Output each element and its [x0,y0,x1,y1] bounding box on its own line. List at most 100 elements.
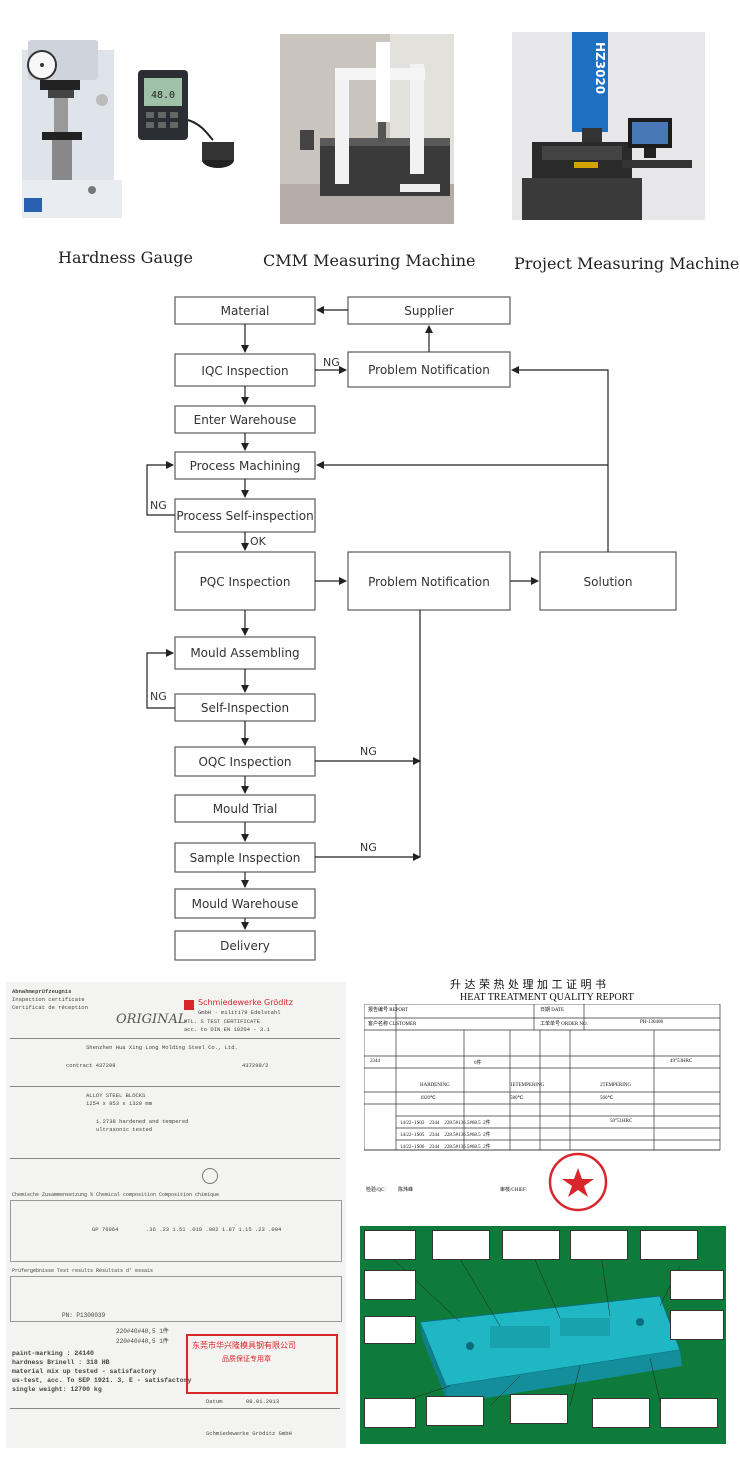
cert-material: 1.2738 hardened and tempered [96,1118,189,1125]
report-row-3: 14/22~1S06 2344 228.5#136.5#68.5 2件 [400,1145,491,1150]
projector-machine-photo: HZ3020 [512,32,705,220]
cert-results-b: 220#40#40,5 1件 [116,1338,169,1345]
svg-text:Mould Trial: Mould Trial [213,802,278,816]
cert-grade: GP 76064 [92,1226,119,1233]
svg-text:IQC Inspection: IQC Inspection [201,364,288,378]
label-ng-sample: NG [360,841,377,854]
svg-text:Delivery: Delivery [220,939,270,953]
cert-seal-icon [202,1168,218,1184]
report-inspector-label: 检验/QC: [366,1188,386,1193]
node-process-machining: Process Machining [174,451,316,480]
svg-text:Supplier: Supplier [404,304,454,318]
report-customer-label: 客户名称 CUSTOMER [368,1022,417,1027]
node-pqc-inspection: PQC Inspection [174,551,316,611]
node-supplier: Supplier [347,296,511,325]
report-order-no: PH-130408 [640,1020,664,1025]
report-qty: 6件 [474,1061,482,1066]
svg-text:Process Machining: Process Machining [190,459,301,473]
report-chief-label: 审核/CHIEF: [500,1188,528,1193]
svg-text:Sample Inspection: Sample Inspection [190,851,301,865]
hardness-tester-icon: 48.0 [22,40,234,218]
svg-text:Process Self-inspection: Process Self-inspection [176,509,313,523]
cert-original-stamp: ORIGINAL [116,1012,187,1027]
cert-logo-icon [184,1000,194,1010]
svg-text:Problem Notification: Problem Notification [368,363,490,377]
node-delivery: Delivery [174,930,316,961]
report-title-en: HEAT TREATMENT QUALITY REPORT [460,992,634,1003]
cert-condition: ultrasonic tested [96,1126,153,1133]
report-row-2: 14/22~1S05 2344 228.5#136.5#68.5 2件 [400,1133,491,1138]
report-temper2: 2TEMPERING [600,1083,632,1088]
cert-contract: contract 437298 [66,1062,116,1069]
node-mould-warehouse: Mould Warehouse [174,888,316,919]
report-process: HARDENING [420,1083,450,1088]
cert-weight: single weight: 12700 kg [12,1386,102,1393]
svg-text:OQC Inspection: OQC Inspection [198,755,291,769]
heat-treatment-report: 升 达 荣 热 处 理 加 工 证 明 书 HEAT TREATMENT QUA… [360,972,726,1220]
cert-company-sub: GmbH · militi79 Edelstahl [198,1009,281,1016]
node-mould-assembling: Mould Assembling [174,636,316,670]
caption-projector-machine: Project Measuring Machine [514,254,740,273]
node-iqc-inspection: IQC Inspection [174,353,316,387]
cert-commission: 437298/2 [242,1062,269,1069]
svg-text:Material: Material [221,304,270,318]
report-temp3: 560℃ [600,1096,614,1101]
report-grade: 2344 [370,1059,380,1064]
report-row-1: 14/22~1S03 2344 228.5#136.5#68.5 2件 [400,1121,491,1126]
node-enter-warehouse: Enter Warehouse [174,405,316,434]
cert-footer: Schmiedewerke Gröditz GmbH [206,1430,292,1437]
label-ok: OK [250,535,267,548]
report-no-label: 报告编号 REPORT [368,1008,409,1013]
quality-flowchart: Material Supplier IQC Inspection Problem… [146,296,677,961]
svg-text:Problem Notification: Problem Notification [368,575,490,589]
node-self-inspection: Self-Inspection [174,693,316,722]
node-oqc-inspection: OQC Inspection [174,746,316,777]
hardness-gauge-photo: 48.0 [18,30,238,220]
cert-dimension: 1254 x 853 x 1320 mm [86,1100,153,1107]
cert-us-test: us-test, acc. To SEP 1921. 3, E - satisf… [12,1377,192,1384]
report-temp2: 580℃ [510,1096,524,1101]
red-seal-icon [548,1152,608,1212]
node-process-self-inspection: Process Self-inspection [174,498,316,533]
cert-red-stamp: 东莞市华兴隆模具钢有限公司 品质保证专用章 [186,1334,338,1394]
caption-cmm-machine: CMM Measuring Machine [263,251,476,270]
report-temper1: 1ETEMPERING [510,1083,545,1088]
cert-piece-no: PN: P1300039 [62,1312,106,1319]
cert-product: ALLOY STEEL BLOCKS [86,1092,146,1099]
label-ng-process: NG [150,499,167,512]
svg-text:Mould Assembling: Mould Assembling [190,646,299,660]
cmm-machine-icon [280,34,454,224]
cert-title-de: Abnahmeprüfzeugnis [12,988,72,995]
cert-chem-values: .36 .23 1.51 .010 .002 1.87 1.15 .23 .00… [146,1226,282,1233]
report-temp1: 1020℃ [420,1096,436,1101]
svg-text:Self-Inspection: Self-Inspection [201,701,289,715]
cmm-machine-photo [280,34,454,224]
node-problem-notification-1: Problem Notification [347,351,511,388]
svg-text:Mould Warehouse: Mould Warehouse [192,897,299,911]
report-table-grid [364,1004,721,1151]
cert-mtl: MTL. S TEST CERTIFICATE [184,1018,260,1025]
node-sample-inspection: Sample Inspection [174,842,316,873]
node-solution: Solution [539,551,677,611]
cert-chem-header: Chemische Zusammensetzung % Chemical com… [12,1192,220,1198]
caption-hardness-gauge: Hardness Gauge [58,248,193,267]
cert-company: Schmiedewerke Gröditz [198,998,293,1007]
report-date-label: 日期 DATE [540,1008,565,1013]
flowchart-connectors [146,306,609,930]
node-material: Material [174,296,316,325]
node-problem-notification-2: Problem Notification [347,551,511,611]
cert-results-a: 220#40#40,5 1件 [116,1328,169,1335]
projector-machine-icon: HZ3020 [512,32,705,220]
svg-text:Enter Warehouse: Enter Warehouse [194,413,297,427]
cmm-measurement-screenshot [360,1226,726,1444]
cert-marking: paint-marking : 24140 [12,1350,94,1357]
tester-display: 48.0 [151,90,175,101]
cert-date: 08.01.2013 [246,1398,280,1405]
cert-customer: Shenzhen Hua Xing Long Molding Steel Co.… [86,1044,238,1051]
projector-brand: HZ3020 [593,42,607,94]
node-mould-trial: Mould Trial [174,794,316,823]
cert-date-label: Datum [206,1398,223,1405]
cert-title-en: Inspection certificate [12,996,85,1003]
svg-text:PQC Inspection: PQC Inspection [200,575,291,589]
svg-text:Solution: Solution [584,575,633,589]
